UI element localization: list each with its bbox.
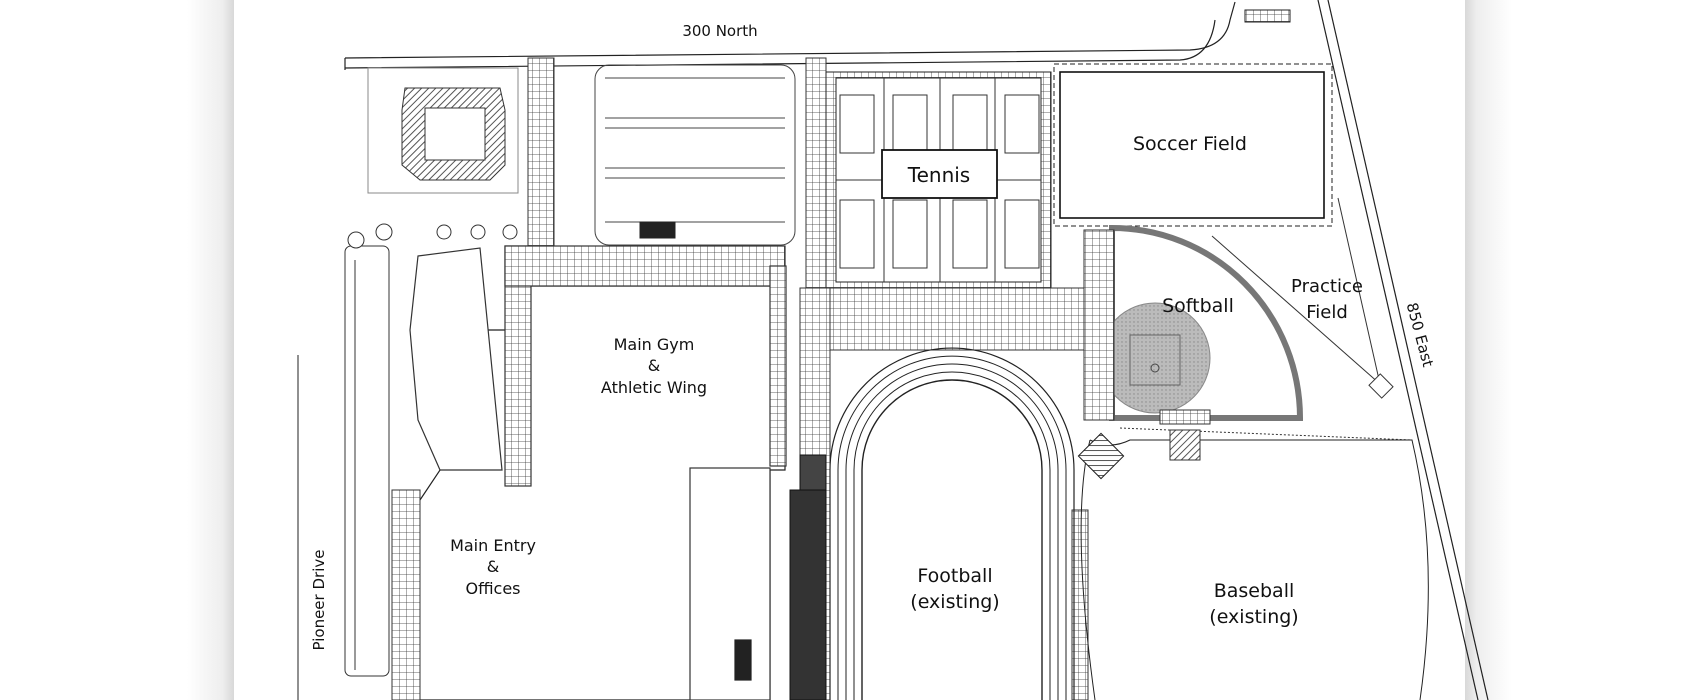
label-field: Field bbox=[1306, 302, 1348, 323]
main-building bbox=[394, 245, 787, 700]
label-soccer-field: Soccer Field bbox=[1133, 133, 1247, 155]
label-gym-amp: & bbox=[648, 356, 660, 375]
page-margin-right bbox=[1465, 0, 1700, 700]
practice-field bbox=[1119, 197, 1413, 441]
label-tennis: Tennis bbox=[907, 163, 970, 187]
page-margin-left bbox=[0, 0, 234, 700]
street-label-850-east: 850 East bbox=[1403, 301, 1437, 369]
label-baseball: Baseball bbox=[1214, 580, 1295, 602]
home-bleachers bbox=[789, 454, 827, 700]
soccer-field bbox=[1053, 63, 1333, 227]
east-road bbox=[1317, 0, 1489, 700]
street-label-300-north: 300 North bbox=[682, 22, 757, 40]
label-football-existing: (existing) bbox=[910, 591, 999, 613]
label-baseball-existing: (existing) bbox=[1209, 606, 1298, 628]
softball-field bbox=[1099, 224, 1304, 425]
street-label-pioneer-drive: Pioneer Drive bbox=[310, 550, 328, 651]
label-softball: Softball bbox=[1162, 295, 1234, 317]
nw-building bbox=[367, 67, 519, 194]
label-football: Football bbox=[917, 565, 992, 587]
east-bleacher-walk bbox=[1083, 229, 1115, 421]
baseball-field bbox=[1077, 429, 1429, 700]
label-athletic-wing: Athletic Wing bbox=[601, 378, 707, 397]
road-corner-block bbox=[1244, 9, 1291, 23]
visitor-bleachers bbox=[1071, 509, 1089, 700]
label-practice: Practice bbox=[1291, 276, 1363, 297]
label-main-entry: Main Entry bbox=[450, 536, 536, 555]
central-plaza bbox=[799, 287, 1111, 351]
label-main-gym: Main Gym bbox=[614, 335, 695, 354]
north-parking-lot bbox=[527, 57, 827, 289]
label-offices: Offices bbox=[465, 579, 520, 598]
west-parking bbox=[344, 223, 518, 700]
label-entry-amp: & bbox=[487, 557, 499, 576]
north-road bbox=[344, 1, 1236, 70]
football-track bbox=[829, 347, 1075, 700]
tennis-courts bbox=[825, 71, 1052, 289]
